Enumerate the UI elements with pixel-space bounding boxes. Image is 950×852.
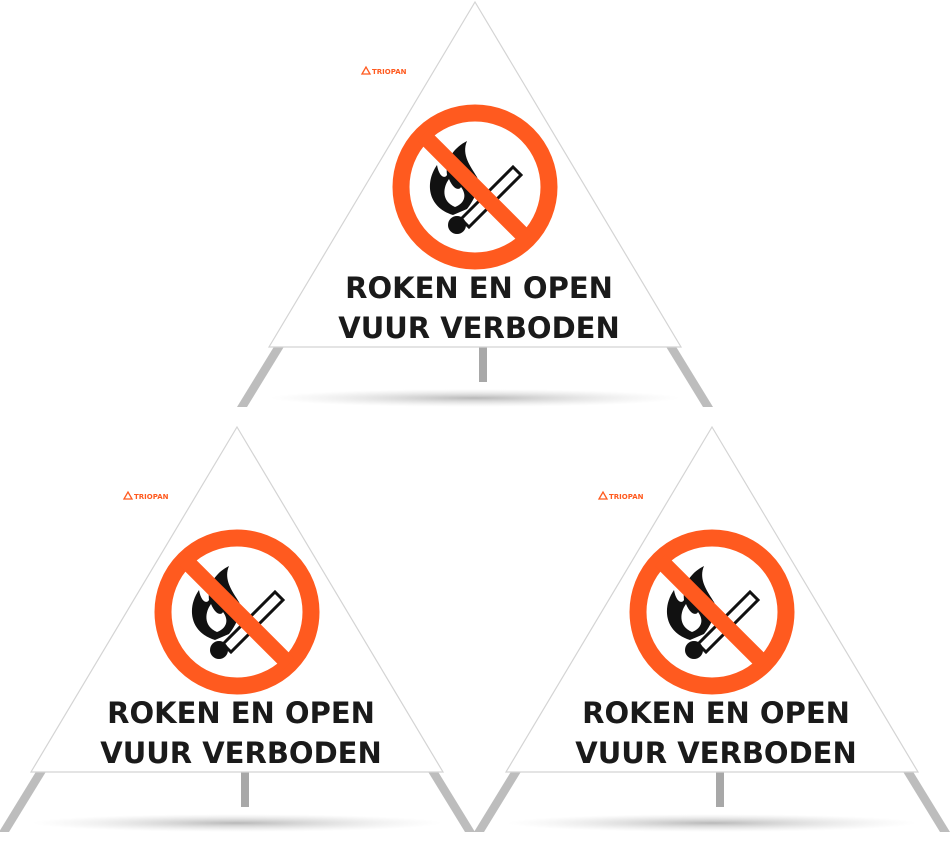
sign-text-line-1: ROKEN EN OPEN [582,696,850,730]
sign-bottom-right: TRIOPAN ROKEN EN OPEN VUUR VERBODEN [473,426,950,833]
triopan-logo-icon [360,65,372,75]
triopan-logo: TRIOPAN [609,493,644,501]
triopan-logo-icon [597,490,609,500]
sign-text-line-2: VUUR VERBODEN [100,736,381,770]
triopan-logo-icon [122,490,134,500]
sign-text-line-2: VUUR VERBODEN [338,311,619,345]
sign-text-line-1: ROKEN EN OPEN [107,696,375,730]
sign-text-line-2: VUUR VERBODEN [575,736,856,770]
no-open-fire-icon [392,104,558,270]
no-open-fire-icon [154,529,320,695]
no-open-fire-icon [629,529,795,695]
triopan-logo: TRIOPAN [134,493,169,501]
triopan-logo: TRIOPAN [372,68,407,76]
sign-top: TRIOPAN ROKEN EN OPEN VUUR VERBODEN [236,1,714,408]
sign-text-line-1: ROKEN EN OPEN [345,271,613,305]
sign-bottom-left: TRIOPAN ROKEN EN OPEN VUUR VERBODEN [0,426,476,833]
